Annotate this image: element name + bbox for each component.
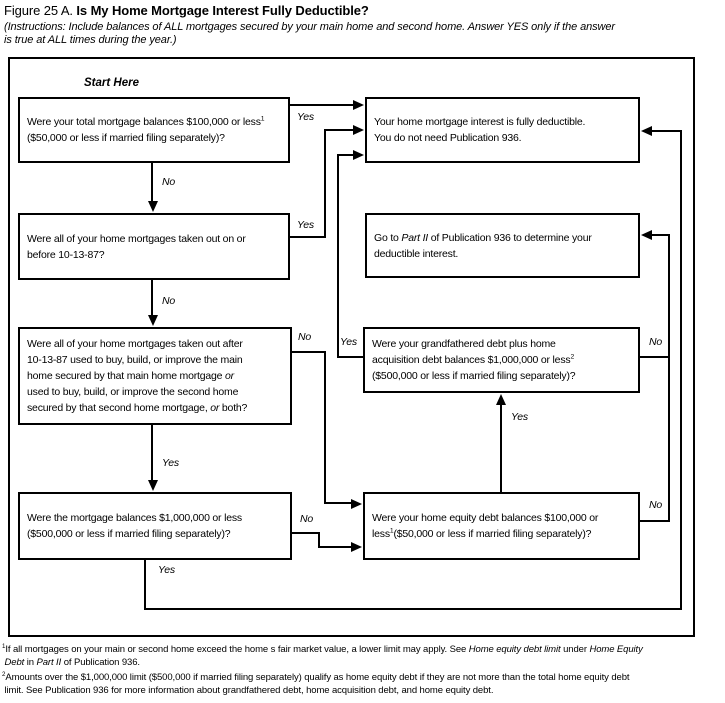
box-fully-deductible-text: Your home mortgage interest is fully ded… bbox=[374, 116, 586, 144]
no-label-q3: No bbox=[298, 331, 312, 343]
box-total-mortgage-balances-text: Were your total mortgage balances $100,0… bbox=[27, 115, 265, 144]
instructions-line-2: is true at ALL times during the year.) bbox=[4, 34, 177, 46]
connector-q4-no-b bbox=[318, 546, 352, 548]
connector-q1-yes bbox=[290, 104, 354, 106]
connector-q4-yes-drop bbox=[144, 560, 146, 610]
no-label-q4: No bbox=[300, 513, 314, 525]
no-label-q1: No bbox=[162, 176, 176, 188]
arrowhead-into-fully-deductible-right bbox=[641, 126, 652, 136]
connector-q3-no-b bbox=[324, 502, 353, 504]
box-taken-out-after-101387-text: Were all of your home mortgages taken ou… bbox=[27, 338, 248, 414]
yes-label-q1: Yes bbox=[297, 111, 314, 123]
footnote-2: 2Amounts over the $1,000,000 limit ($500… bbox=[2, 670, 630, 696]
connector-c-yes-b bbox=[337, 154, 355, 156]
connector-q2-no bbox=[151, 280, 153, 317]
connector-q2-yes-a bbox=[290, 236, 326, 238]
yes-label-q2: Yes bbox=[297, 219, 314, 231]
yes-label-home-equity: Yes bbox=[511, 411, 528, 423]
flowchart-frame bbox=[8, 57, 695, 637]
arrowhead-into-part2 bbox=[641, 230, 652, 240]
no-label-q2: No bbox=[162, 295, 176, 307]
connector-q4-no-a bbox=[292, 532, 320, 534]
yes-label-q4: Yes bbox=[158, 564, 175, 576]
box-taken-out-after-101387: Were all of your home mortgages taken ou… bbox=[18, 327, 292, 425]
box-total-mortgage-balances: Were your total mortgage balances $100,0… bbox=[18, 97, 290, 163]
no-label-home-equity: No bbox=[649, 499, 663, 511]
connector-q4-no-drop bbox=[318, 532, 320, 548]
box-home-equity-debt-text: Were your home equity debt balances $100… bbox=[372, 512, 599, 540]
connector-q4-yes-riser bbox=[680, 130, 682, 610]
arrowhead-into-home-equity-2 bbox=[351, 542, 362, 552]
connector-q3-no-drop bbox=[324, 351, 326, 504]
connector-c-yes-riser bbox=[337, 154, 339, 358]
arrowhead-into-q2 bbox=[148, 201, 158, 212]
footnote-1: 1If all mortgages on your main or second… bbox=[2, 642, 643, 668]
yes-label-q3: Yes bbox=[162, 457, 179, 469]
arrowhead-into-fully-deductible-1 bbox=[353, 100, 364, 110]
box-mortgage-balances-1m: Were the mortgage balances $1,000,000 or… bbox=[18, 492, 292, 560]
connector-q2-yes-riser bbox=[324, 129, 326, 238]
connector-q4-yes-top bbox=[652, 130, 682, 132]
figure-title: Figure 25 A. Is My Home Mortgage Interes… bbox=[4, 3, 369, 18]
connector-q1-no bbox=[151, 163, 153, 203]
box-taken-out-before-101387-text: Were all of your home mortgages taken ou… bbox=[27, 232, 246, 261]
connector-q3-yes bbox=[151, 425, 153, 482]
box-taken-out-before-101387: Were all of your home mortgages taken ou… bbox=[18, 213, 290, 280]
yes-label-grandfathered: Yes bbox=[340, 336, 357, 348]
connector-q4-yes-bottom bbox=[144, 608, 682, 610]
box-mortgage-balances-1m-text: Were the mortgage balances $1,000,000 or… bbox=[27, 512, 242, 540]
start-here-label: Start Here bbox=[84, 77, 139, 89]
arrowhead-into-q4 bbox=[148, 480, 158, 491]
connector-into-part2 bbox=[652, 234, 670, 236]
arrowhead-into-q3 bbox=[148, 315, 158, 326]
box-go-to-part2: Go to Part II of Publication 936 to dete… bbox=[365, 213, 640, 278]
box-home-equity-debt: Were your home equity debt balances $100… bbox=[363, 492, 640, 560]
box-fully-deductible: Your home mortgage interest is fully ded… bbox=[365, 97, 640, 163]
arrowhead-into-fully-deductible-2 bbox=[353, 125, 364, 135]
figure-instructions: (Instructions: Include balances of ALL m… bbox=[4, 21, 615, 47]
arrowhead-into-grandfathered bbox=[496, 394, 506, 405]
connector-no-riser bbox=[668, 234, 670, 522]
connector-q3-no-a bbox=[292, 351, 326, 353]
connector-d-yes-riser bbox=[500, 403, 502, 492]
connector-q2-yes-b bbox=[324, 129, 354, 131]
arrowhead-into-fully-deductible-3 bbox=[353, 150, 364, 160]
no-label-grandfathered: No bbox=[649, 336, 663, 348]
box-go-to-part2-text: Go to Part II of Publication 936 to dete… bbox=[374, 231, 592, 260]
connector-c-no bbox=[640, 356, 670, 358]
instructions-line-1: (Instructions: Include balances of ALL m… bbox=[4, 21, 615, 33]
connector-d-no bbox=[640, 520, 670, 522]
footnotes: 1If all mortgages on your main or second… bbox=[2, 642, 723, 697]
connector-c-yes-a bbox=[337, 356, 363, 358]
arrowhead-into-home-equity-1 bbox=[351, 499, 362, 509]
